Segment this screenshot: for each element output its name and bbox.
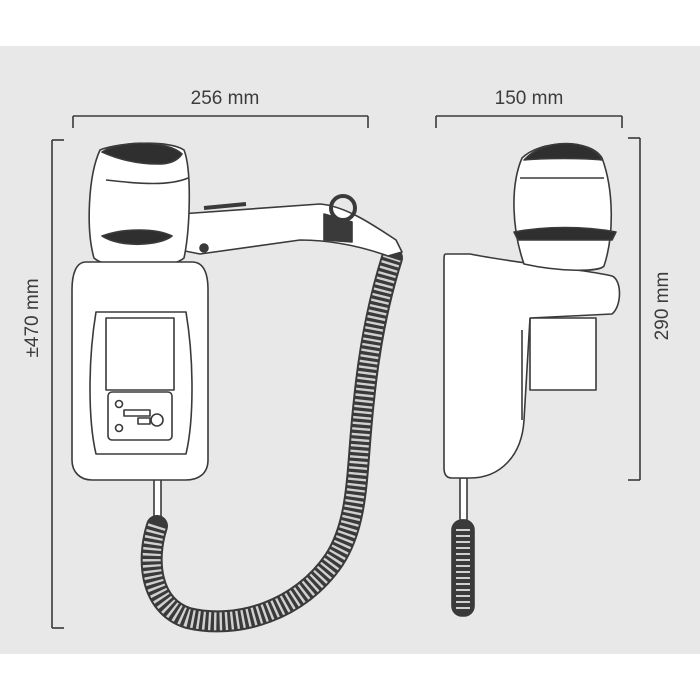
side-view — [443, 142, 621, 617]
dimension-mount-height — [628, 137, 641, 481]
front-handle — [179, 203, 403, 257]
mount-height-label: 290 mm — [652, 272, 673, 341]
dimension-total-height — [51, 139, 64, 629]
side-dryer-head — [513, 142, 613, 272]
side-depth-label: 150 mm — [495, 88, 564, 109]
dimension-side-depth — [435, 115, 623, 128]
side-wall-cable — [459, 477, 468, 521]
side-coiled-cord — [451, 519, 475, 617]
front-view — [71, 142, 403, 633]
dimension-front-width — [72, 115, 369, 128]
side-dryer-tube — [529, 317, 597, 391]
total-height-label: ±470 mm — [22, 278, 43, 357]
front-width-label: 256 mm — [191, 88, 260, 109]
